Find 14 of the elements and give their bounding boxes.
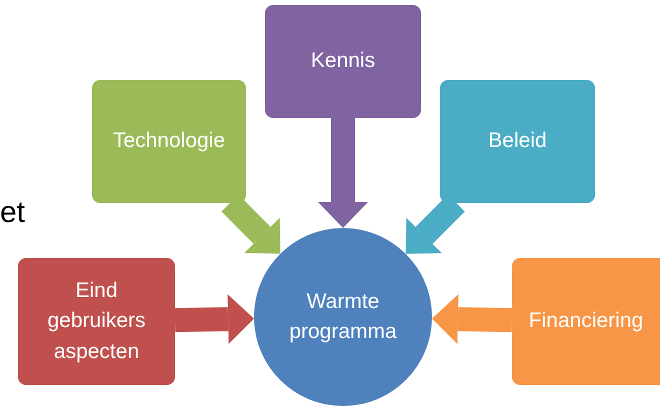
block-arrow [318,118,368,228]
node-label: Warmte programma [289,288,397,345]
topic-box [265,5,421,118]
topic-box [512,258,660,385]
topic-box [92,80,246,203]
node-label: Eind gebruikers aspecten [47,278,146,365]
block-arrow [174,294,254,344]
topic-box [440,80,595,203]
node-label: Kennis [310,48,376,74]
text-fragment: et [0,196,26,230]
node-label: Financiering [528,308,644,334]
node-label: Technologie [112,128,226,154]
topic-box [18,258,175,385]
node-label: Beleid [488,128,547,154]
